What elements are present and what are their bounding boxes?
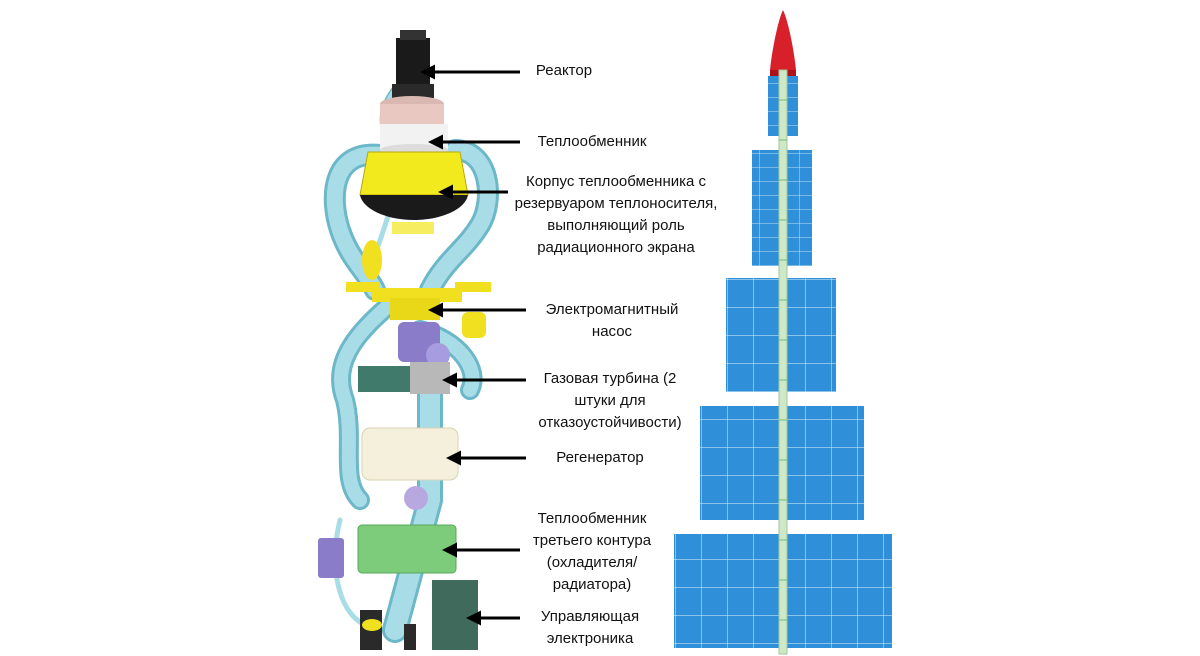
regenerator-block xyxy=(361,427,459,510)
electronics-block xyxy=(360,580,478,650)
label-electronics: Управляющая электроника xyxy=(540,608,640,647)
third-loop-hx-block xyxy=(318,524,457,578)
label-gas-turbine: Газовая турбина (2 штуки для отказоустой… xyxy=(538,370,682,431)
label-hx-housing: Корпус теплообменника с резервуаром тепл… xyxy=(514,173,718,256)
nose-cone xyxy=(770,10,796,70)
label-em-pump: Электромагнитный насос xyxy=(545,301,679,340)
gas-turbine-block xyxy=(358,362,450,394)
label-third-loop-hx: Теплообменник третьего контура (охладите… xyxy=(532,510,652,593)
pump-assembly xyxy=(346,240,491,367)
central-spine xyxy=(778,69,788,655)
label-reactor: Реактор xyxy=(535,62,593,79)
label-heat-exchanger: Теплообменник xyxy=(537,133,647,150)
power-unit-illustration xyxy=(318,30,499,650)
hx-housing-block xyxy=(359,151,469,234)
label-regenerator: Регенератор xyxy=(556,449,644,466)
